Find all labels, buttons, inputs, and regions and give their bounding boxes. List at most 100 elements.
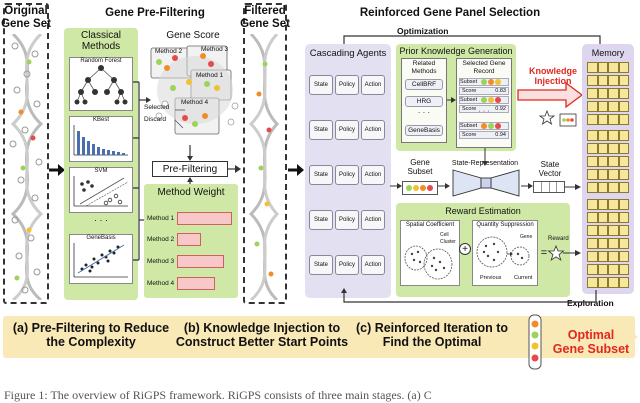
method-weight-bar-2: [177, 233, 201, 246]
method-weight-label-4: Method 4: [147, 280, 175, 287]
method-weight-label-2: Method 2: [147, 236, 175, 243]
agent-1-action-cell: Action: [361, 75, 385, 95]
record-to-state-arrow: [482, 148, 488, 166]
memory-cell: [618, 88, 629, 99]
random-forest-card: Random Forest: [69, 57, 133, 111]
memory-cell: [597, 251, 608, 262]
memory-cell: [608, 264, 619, 275]
record-score-label: Score: [462, 106, 477, 112]
method-weight-bar-3: [177, 255, 224, 268]
stage-b-label: (b) Knowledge Injection to Construct Bet…: [175, 321, 349, 350]
record-subset-label: Subset: [460, 79, 478, 85]
related-method-genebasis: GeneBasis: [405, 125, 443, 136]
filtered-gene-set-panel: [243, 3, 287, 304]
agent-3-state-cell: State: [309, 165, 333, 185]
record-score-label: Score: [462, 132, 477, 138]
memory-cell: [597, 62, 608, 73]
memory-cell: [618, 264, 629, 275]
arrow-to-prefilter: [49, 164, 65, 176]
memory-cell: [618, 199, 629, 210]
related-methods-title: Related Methods: [411, 60, 437, 75]
original-gene-set-title: Original Gene Set: [1, 5, 51, 30]
memory-cell: [587, 225, 598, 236]
gene-score-diagram: [150, 45, 239, 135]
memory-cell: [597, 75, 608, 86]
memory-cell: [587, 88, 598, 99]
related-method-dots: · · ·: [417, 108, 431, 117]
gene-score-method-4: Method 4: [181, 99, 209, 106]
genebasis-card: GeneBasis: [69, 234, 133, 284]
prior-knowledge-title: Prior Knowledge Generation: [399, 46, 513, 56]
agent-1-policy-cell: Policy: [335, 75, 359, 95]
quantity-suppression-label: Quantity Suppression: [476, 222, 534, 228]
figure-caption: Figure 1: The overview of RiGPS framewor…: [4, 388, 432, 402]
memory-cell: [618, 225, 629, 236]
gene-dot: [481, 79, 487, 85]
memory-cell: [587, 143, 598, 154]
memory-cell: [587, 182, 598, 193]
memory-row: [587, 88, 629, 99]
memory-title: Memory: [591, 48, 625, 58]
agent-4-policy-cell: Policy: [335, 210, 359, 230]
memory-row: [587, 114, 629, 125]
memory-cell: [587, 156, 598, 167]
current-label: Current: [514, 275, 533, 281]
optimal-gene-subset-label: Optimal Gene Subset: [552, 328, 630, 357]
memory-cell: [597, 277, 608, 288]
agent-3-action-cell: Action: [361, 165, 385, 185]
memory-cell: [587, 264, 598, 275]
gene-dot: [488, 123, 494, 129]
star-record-icon: [538, 109, 577, 127]
memory-row: [587, 212, 629, 223]
memory-cell: [608, 212, 619, 223]
memory-row: [587, 238, 629, 249]
memory-cell: [587, 212, 598, 223]
memory-cell: [587, 251, 598, 262]
exploration-label: Exploration: [567, 298, 614, 308]
memory-cell: [597, 114, 608, 125]
memory-row: [587, 143, 629, 154]
memory-cell: [608, 199, 619, 210]
memory-cell: [597, 130, 608, 141]
reward-star-icon: [547, 245, 565, 261]
dna-helix-original: [9, 34, 44, 300]
reward-estimation-title: Reward Estimation: [445, 206, 521, 216]
cluster-label: Cluster: [440, 239, 456, 245]
related-method-cellbrf: CellBRF: [405, 79, 443, 90]
memory-cell: [608, 225, 619, 236]
memory-cell: [618, 251, 629, 262]
agent-2-policy-cell: Policy: [335, 120, 359, 140]
gene-score-title: Gene Score: [166, 30, 220, 41]
gene-dot: [495, 123, 501, 129]
exploration-arrow: [341, 288, 597, 303]
memory-cell: [608, 251, 619, 262]
memory-cell: [597, 156, 608, 167]
method-weight-bar-1: [177, 212, 232, 225]
related-method-hrg: HRG: [405, 96, 443, 107]
memory-cell: [608, 75, 619, 86]
spatial-coefficient-label: Spatial Coefficient: [405, 222, 455, 228]
memory-cell: [618, 277, 629, 288]
cell-label: Cell: [440, 232, 449, 238]
gene-score-method-2: Method 2: [155, 48, 183, 55]
method-weight-bar-4: [177, 277, 215, 290]
stage-a-label: (a) Pre-Filtering to Reduce the Complexi…: [12, 321, 170, 350]
memory-cell: [618, 156, 629, 167]
memory-cell: [587, 101, 598, 112]
gene-dot: [488, 97, 494, 103]
record-subset-label: Subset: [460, 97, 478, 103]
memory-cell: [618, 101, 629, 112]
record-1-subset: Subset: [459, 78, 509, 86]
memory-row: [587, 251, 629, 262]
memory-cell: [608, 114, 619, 125]
record-subset-label: Subset: [460, 123, 478, 129]
method-weight-label-3: Method 3: [147, 258, 175, 265]
svm-card: SVM: [69, 167, 133, 213]
memory-cell: [608, 101, 619, 112]
gene-subset-dots: [406, 185, 433, 191]
memory-cell: [597, 238, 608, 249]
selected-gene-record-title: Selected Gene Record: [462, 60, 506, 75]
memory-cell: [587, 277, 598, 288]
